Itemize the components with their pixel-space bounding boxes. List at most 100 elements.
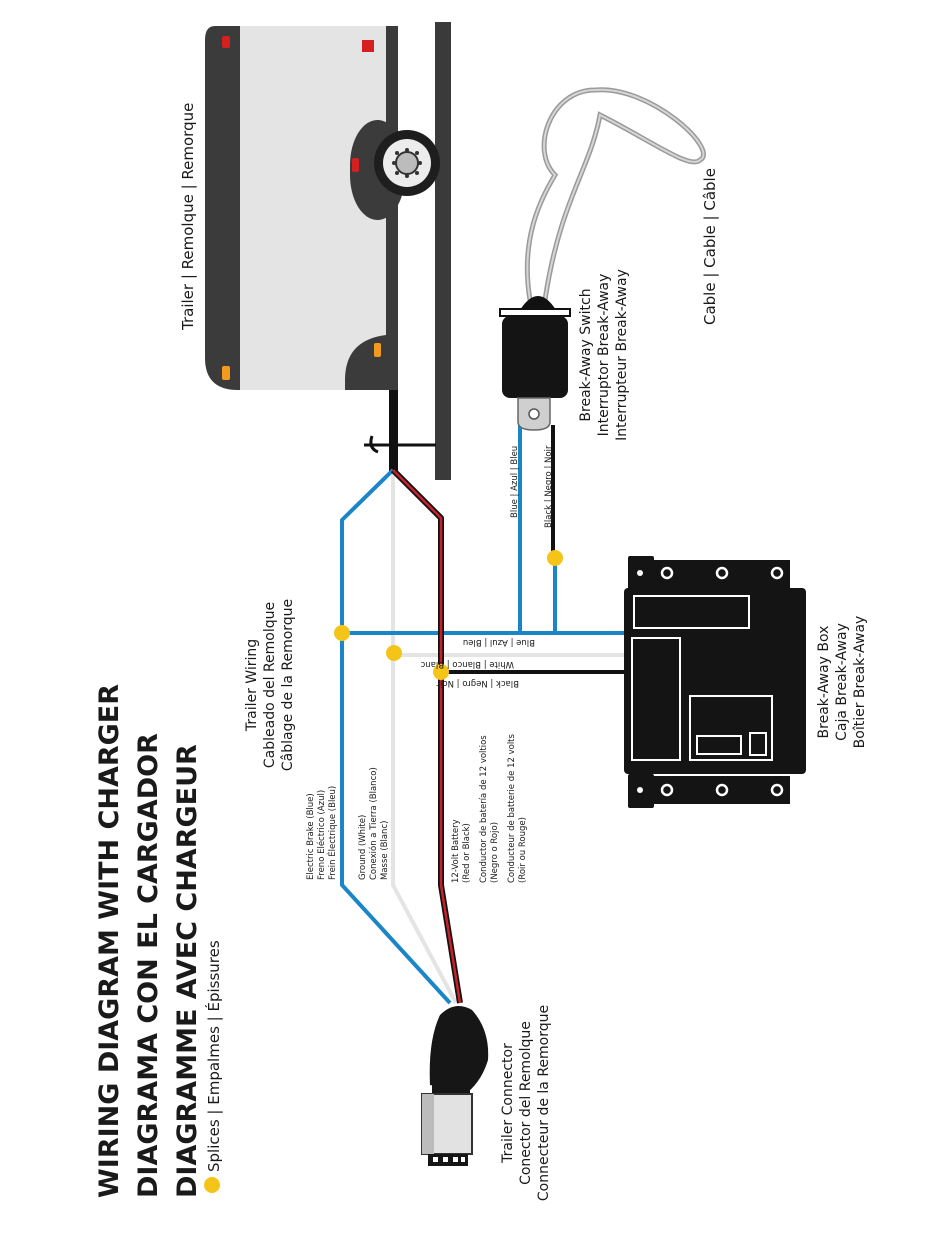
battery-label-1: 12-Volt Battery [451, 819, 461, 883]
trailer-label: Trailer | Remolque | Remorque [179, 103, 197, 331]
wheel-lug [418, 161, 422, 165]
blue-wire-brake [340, 468, 452, 1005]
switch-label-en: Break-Away Switch [578, 288, 594, 421]
white-wire-ground [391, 470, 458, 1004]
box-blue-wire-label: Blue | Azul | Bleu [463, 637, 535, 647]
red-wire-battery [392, 469, 462, 1004]
battery-label-6: (Roir ou Rouge) [518, 817, 528, 883]
box-bolt [637, 570, 643, 576]
connector-pin [433, 1157, 438, 1162]
wheel-lug [395, 151, 399, 155]
box-bolt [637, 787, 643, 793]
marker-light-red-wheel [352, 158, 359, 172]
trailer-connector [421, 1006, 489, 1166]
wiring-label: Trailer Wiring Cableado del Remolque Câb… [244, 599, 296, 771]
title-line-2: DIAGRAMA CON EL CARGADOR [133, 733, 164, 1198]
title-line-3: DIAGRAMME AVEC CHARGEUR [172, 744, 203, 1198]
splice-black [433, 664, 449, 680]
splice-white [386, 645, 402, 661]
box-bolt [660, 783, 674, 797]
connector-housing-shade [422, 1094, 434, 1154]
connector-label-fr: Connecteur de la Remorque [536, 1005, 552, 1201]
marker-light-amber-side [374, 343, 381, 357]
box-label-es: Caja Break-Away [834, 623, 850, 741]
battery-label-4: (Negro o Rojo) [490, 822, 500, 883]
connector-label: Trailer Connector Conector del Remolque … [500, 1005, 552, 1201]
box-label: Break-Away Box Caja Break-Away Boîtier B… [816, 616, 868, 749]
marker-light-amber-bottom [222, 366, 230, 380]
cable-loop-inner [526, 88, 705, 301]
box-white-wire-label: White | Blanco | Blanc [420, 659, 514, 669]
box-panel-button [749, 732, 767, 756]
box-panel-top [633, 595, 750, 629]
ground-label-fr: Masse (Blanc) [380, 821, 390, 880]
box-panel-slot [696, 735, 742, 755]
splice-blue [334, 625, 350, 641]
ground-label-es: Conexión a Tierra (Blanco) [368, 767, 379, 880]
wiring-label-en: Trailer Wiring [244, 639, 260, 732]
battery-label-3: Conductor de batería de 12 voltios [479, 735, 489, 883]
trailer-frame-bar [435, 22, 451, 480]
wheel-lug [392, 161, 396, 165]
box-label-fr: Boîtier Break-Away [852, 616, 868, 749]
wheel-lug [405, 174, 409, 178]
wheel-lug [405, 148, 409, 152]
break-away-switch [499, 87, 706, 431]
box-bolt [770, 566, 784, 580]
ground-wire-label: Ground (White) Conexión a Tierra (Blanco… [358, 767, 390, 880]
trailer-illustration [205, 22, 451, 480]
splices [204, 550, 563, 1193]
cable-label: Cable | Cable | Câble [701, 168, 719, 325]
brake-label-es: Freno Eléctrico (Azul) [316, 790, 327, 880]
marker-light-red-square [362, 40, 374, 52]
box-flange-top [650, 560, 790, 588]
splice-switch [547, 550, 563, 566]
diagram-title: WIRING DIAGRAM WITH CHARGER DIAGRAMA CON… [94, 684, 223, 1198]
switch-blue-wire-label: Blue | Azul | Bleu [510, 446, 520, 518]
connector-pin [461, 1157, 465, 1162]
battery-wire-label: 12-Volt Battery (Red or Black) Conductor… [451, 733, 528, 883]
battery-label-5: Conducteur de batterie de 12 volts [507, 733, 517, 883]
connector-pin [443, 1157, 448, 1162]
switch-cap [520, 296, 556, 310]
ground-label-en: Ground (White) [358, 815, 368, 880]
wheel-lug [415, 171, 419, 175]
brake-label-en: Electric Brake (Blue) [306, 793, 316, 880]
box-bolt [770, 783, 784, 797]
connector-label-en: Trailer Connector [500, 1043, 516, 1164]
brake-wire-label: Electric Brake (Blue) Freno Eléctrico (A… [306, 786, 338, 880]
box-black-wire-label: Black | Negro | Noir [436, 678, 519, 688]
box-bolt [715, 566, 729, 580]
box-bolt [660, 566, 674, 580]
brake-label-fr: Frein Électrique (Bleu) [326, 786, 338, 880]
trailer-tongue-hook [364, 435, 436, 454]
switch-tab-hole [528, 408, 540, 420]
switch-body [502, 316, 568, 398]
switch-black-wire-label: Black | Negro | Noir [544, 445, 554, 528]
splice-legend-label: Splices | Empalmes | Épissures [204, 940, 223, 1172]
wiring-label-fr: Câblage de la Remorque [280, 599, 296, 771]
wiring-label-es: Cableado del Remolque [262, 602, 278, 768]
break-away-box [624, 556, 806, 808]
wheel-lug [395, 171, 399, 175]
connector-label-es: Conector del Remolque [518, 1021, 534, 1185]
box-bolt [715, 783, 729, 797]
connector-boot [429, 1006, 489, 1092]
box-label-en: Break-Away Box [816, 626, 832, 739]
box-flange-bottom [650, 776, 790, 804]
box-panel-right [689, 695, 773, 761]
wires [340, 405, 625, 1005]
switch-bracket [499, 308, 571, 317]
splice-legend-icon [204, 1177, 220, 1193]
black-wire-battery-outer [390, 467, 463, 1004]
switch-label-es: Interruptor Break-Away [596, 274, 612, 437]
switch-label-fr: Interrupteur Break-Away [614, 269, 630, 441]
wheel-lug [415, 151, 419, 155]
connector-pin [453, 1157, 458, 1162]
box-panel-left [631, 637, 681, 761]
marker-light-red-top [222, 36, 230, 48]
switch-label: Break-Away Switch Interruptor Break-Away… [578, 269, 630, 441]
box-body [624, 588, 806, 774]
battery-label-2: (Red or Black) [462, 823, 472, 883]
